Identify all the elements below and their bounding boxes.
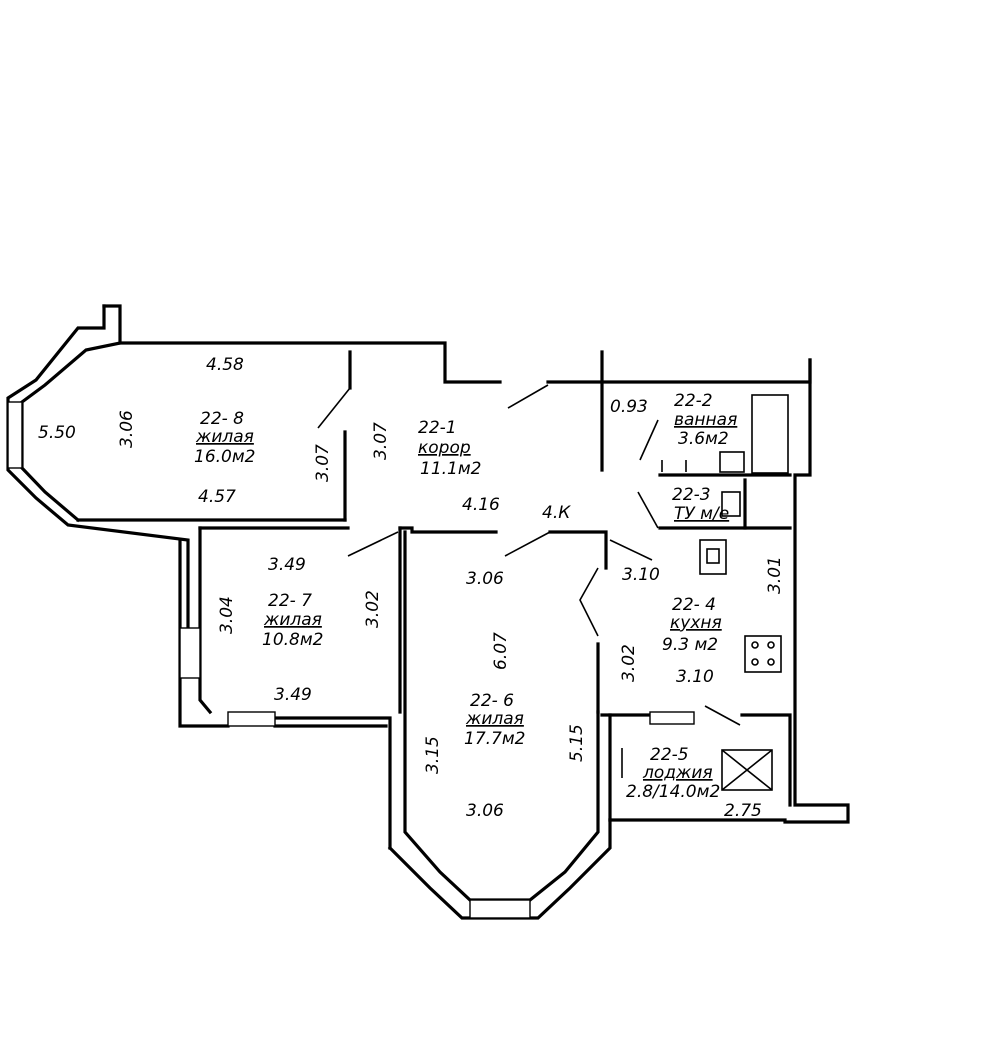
room-2-id: 22-2 <box>674 391 713 411</box>
dim-2-75: 2.75 <box>724 801 762 821</box>
door-kitchen-side <box>609 539 653 561</box>
room-2-area: 3.6м2 <box>678 429 729 449</box>
door-bath <box>639 419 659 461</box>
stove <box>744 635 782 673</box>
burner-2 <box>767 641 775 649</box>
room-1-area: 11.1м2 <box>420 459 482 479</box>
dim-3-06-c: 3.06 <box>466 801 504 821</box>
window-6-bottom <box>469 899 531 919</box>
wall-7-bottom <box>273 716 392 850</box>
room-labels: 22- 8 жилая 16.0м2 22-1 корор 11.1м2 22-… <box>194 391 737 802</box>
dimension-labels: 4.58 3.06 5.50 4.57 3.07 3.07 4.16 0.93 … <box>38 355 785 821</box>
room-3-id: 22-3 <box>672 485 711 505</box>
dim-3-15: 3.15 <box>423 736 443 774</box>
dim-3-49-b: 3.49 <box>274 685 312 705</box>
room-7-id: 22- 7 <box>268 591 312 611</box>
dim-3-01: 3.01 <box>765 556 785 594</box>
fixtures <box>661 394 789 791</box>
dim-3-07-b: 3.07 <box>371 422 391 460</box>
window-7-bottom <box>227 711 276 727</box>
wall-corridor-top <box>546 358 812 384</box>
wall-bath-right <box>783 358 850 824</box>
dim-3-10-a: 3.10 <box>622 565 660 585</box>
room-1-name: корор <box>418 438 471 458</box>
room-7-area: 10.8м2 <box>262 630 324 650</box>
window-left-bay <box>7 401 23 469</box>
wall-kitchen-bottom-right <box>740 713 792 807</box>
room-6-name: жилая <box>465 709 524 729</box>
wall-left-bay <box>6 304 190 630</box>
room-1-id: 22-1 <box>418 418 457 438</box>
room-5-id: 22-5 <box>650 745 689 765</box>
room-4-name: кухня <box>670 613 722 633</box>
doors <box>317 384 741 726</box>
dim-5-50: 5.50 <box>38 423 76 443</box>
room-4-id: 22- 4 <box>672 595 716 615</box>
burner-1 <box>751 641 759 649</box>
dim-3-07-a: 3.07 <box>313 444 333 482</box>
window-kitchen <box>649 711 695 725</box>
room-5-name: лоджия <box>642 763 713 783</box>
room-7-name: жилая <box>263 610 322 630</box>
loggia-shaft <box>721 749 773 791</box>
dim-3-02-b: 3.02 <box>619 644 639 682</box>
room-8-id: 22- 8 <box>200 409 244 429</box>
wall-7-left <box>198 526 213 715</box>
room-2-name: ванная <box>674 410 737 430</box>
dim-3-10-b: 3.10 <box>676 667 714 687</box>
wall-7-left-outer <box>178 538 230 728</box>
door-loggia <box>704 705 741 726</box>
burner-4 <box>767 658 775 666</box>
stove-hood-inner <box>706 548 720 564</box>
wc-fixture <box>721 491 741 517</box>
dim-4-57: 4.57 <box>198 487 236 507</box>
dim-5-15: 5.15 <box>567 724 587 762</box>
room-8-name: жилая <box>195 427 254 447</box>
door-wc <box>637 491 659 529</box>
room-5-area: 2.8/14.0м2 <box>626 782 720 802</box>
dim-4-58: 4.58 <box>206 355 244 375</box>
dim-4-16: 4.16 <box>462 495 500 515</box>
dim-3-02-a: 3.02 <box>363 590 383 628</box>
wall-top-left <box>102 304 502 384</box>
door-8 <box>317 387 351 429</box>
window-7-left <box>179 627 201 679</box>
stove-hood-box <box>699 539 727 575</box>
bathtub <box>751 394 789 474</box>
dim-0-93: 0.93 <box>610 397 648 417</box>
room-3-name: ТУ м/е <box>674 504 729 524</box>
room-6-area: 17.7м2 <box>464 729 526 749</box>
walls <box>6 304 850 920</box>
pipe-marks <box>661 460 687 472</box>
wall-6-outer <box>387 818 612 920</box>
door-kitchen <box>579 567 599 637</box>
dim-3-06-b: 3.06 <box>466 569 504 589</box>
door-7 <box>347 531 399 557</box>
door-entry <box>507 384 549 409</box>
wall-6-top <box>398 526 498 534</box>
room-4-area: 9.3 м2 <box>662 635 718 655</box>
burner-3 <box>751 658 759 666</box>
room-6-id: 22- 6 <box>470 691 514 711</box>
wall-6-right-upper <box>548 530 608 570</box>
dim-3-06-a: 3.06 <box>117 410 137 448</box>
dim-6-07: 6.07 <box>491 632 511 670</box>
loggia-shaft-cross <box>721 749 773 791</box>
dim-3-04: 3.04 <box>217 596 237 634</box>
washbasin <box>719 451 745 473</box>
windows <box>7 401 695 919</box>
room-8-area: 16.0м2 <box>194 447 256 467</box>
door-6 <box>504 531 551 557</box>
dim-3-49-a: 3.49 <box>268 555 306 575</box>
dim-4k: 4.К <box>542 503 571 523</box>
